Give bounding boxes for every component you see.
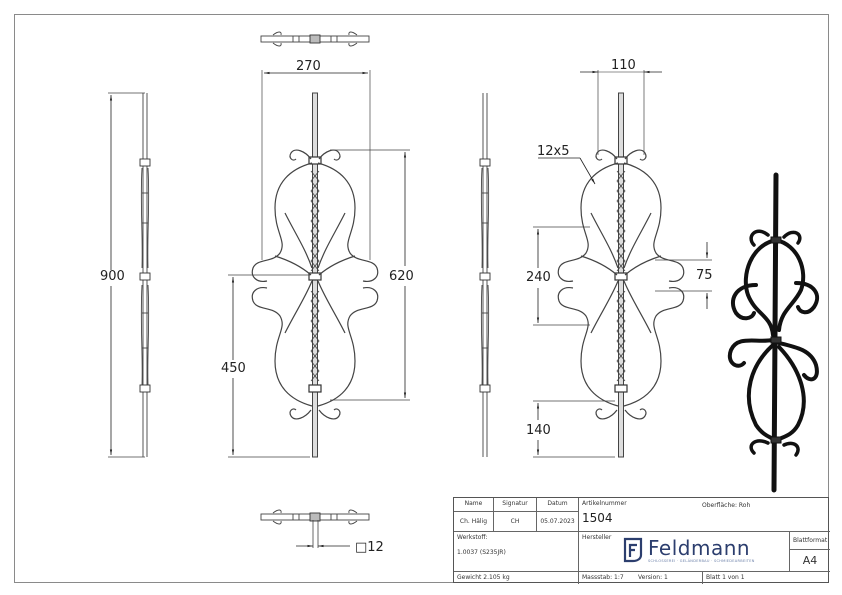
weight: Gewicht 2.105 kg [454,572,579,584]
article-number: 1504 [582,511,613,525]
drawing-date: 05.07.2023 [537,512,579,532]
article-number-label: Artikelnummer [582,500,627,507]
side-view-left [139,92,151,458]
top-view [260,31,370,47]
dim-bottom-offset: 140 [526,423,551,438]
author-name: Ch. Hälig [454,512,494,532]
feldmann-logo: Feldmann SCHLOSSEREI · GELÄNDERBAU · SCH… [622,537,755,563]
surface-label: Oberfläche: [702,502,737,509]
header-name: Name [454,498,494,512]
dim-center-height: 450 [221,361,246,376]
drawing-frame [14,14,829,583]
dim-front-width: 270 [296,59,321,74]
sheet-format-value: A4 [790,550,830,572]
material-label: Werkstoff: [457,534,488,541]
dim-scroll-span: 240 [526,270,551,285]
dim-flat-bar: 12x5 [537,144,570,159]
surface-info: Oberfläche: Roh [702,502,750,509]
sheet-format-label: Blattformat [790,532,830,550]
side-view-right [479,92,491,458]
scale: Massstab: 1:7 [582,574,624,581]
material-value: 1.0037 (S235JR) [457,549,506,556]
brand-name: Feldmann [648,535,751,560]
bottom-view [260,509,370,525]
header-date: Datum [537,498,579,512]
header-signature: Signatur [494,498,537,512]
title-block: Name Signatur Datum Ch. Hälig CH 05.07.2… [453,497,830,584]
manufacturer-label: Hersteller [582,534,612,541]
manufacturer-cell: Hersteller [579,532,790,572]
sheet-number: Blatt 1 von 1 [706,574,745,581]
author-signature: CH [494,512,537,532]
dim-scroll-width: 110 [611,58,636,73]
brand-tagline: SCHLOSSEREI · GELÄNDERBAU · SCHMIEDEARBE… [648,558,755,563]
dim-overall-height: 900 [100,269,125,284]
surface-value: Roh [738,502,751,509]
dim-ornament-height: 620 [389,269,414,284]
dim-scroll-gap: 75 [696,268,713,283]
material-cell: Werkstoff: 1.0037 (S235JR) [454,532,579,572]
front-view-dimensioned [558,93,683,457]
isometric-3d-view [727,172,820,493]
dim-square-bar: □12 [355,540,384,555]
version: Version: 1 [635,572,703,584]
article-cell: Artikelnummer 1504 [579,498,830,532]
feldmann-f-icon [623,537,643,563]
